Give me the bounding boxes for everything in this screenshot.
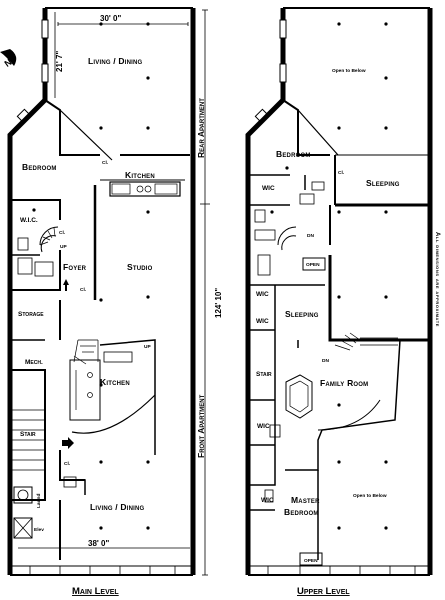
dim-depth: 21' 7": [55, 51, 64, 72]
room-open-to-below-bottom: Open to Below: [353, 493, 387, 499]
room-master-2: Bedroom: [284, 507, 319, 517]
label-dn-1: DN: [307, 233, 314, 239]
room-kitchen-front: Kitchen: [100, 377, 130, 387]
room-family-room: Family Room: [320, 378, 368, 388]
room-upper-stair: Stair: [256, 371, 272, 378]
dim-total-length: 124' 10": [214, 288, 223, 318]
room-bedroom: Bedroom: [22, 162, 57, 172]
front-apartment-label: Front Apartment: [196, 394, 206, 458]
room-storage: Storage: [18, 311, 44, 318]
room-living-dining-front: Living / Dining: [90, 502, 145, 512]
north-arrow-icon: N: [0, 49, 17, 69]
room-kitchen-rear: Kitchen: [125, 170, 155, 180]
room-upper-wic-2: WIC: [256, 291, 269, 298]
main-level-title: Main Level: [72, 586, 119, 597]
label-dn-2: DN: [322, 358, 329, 364]
room-upper-wic-3: WIC: [256, 318, 269, 325]
room-open-to-below-top: Open to Below: [332, 68, 366, 74]
room-upper-bedroom: Bedroom: [276, 149, 311, 159]
room-master-1: Master: [291, 495, 320, 505]
label-cl-1: Cl.: [102, 160, 108, 166]
label-cl-2: Cl.: [59, 230, 65, 236]
label-up-1: UP: [60, 244, 67, 250]
room-sleeping-1: Sleeping: [366, 178, 400, 188]
approximate-dimensions-note: All dimensions are approximate: [434, 232, 440, 327]
label-cl-4: Cl.: [64, 461, 70, 467]
room-foyer: Foyer: [63, 262, 87, 272]
room-upper-wic-5: WIC: [261, 497, 274, 504]
room-elev: Elev: [34, 527, 44, 533]
room-upper-wic-1: WIC: [262, 185, 275, 192]
room-sleeping-2: Sleeping: [285, 309, 319, 319]
room-stair: Stair: [20, 431, 36, 438]
room-laund: Laund: [36, 494, 42, 508]
label-open-1: OPEN: [306, 262, 320, 268]
compass-letter: N: [3, 57, 14, 69]
dim-top-width: 30' 0": [100, 14, 121, 23]
upper-level-title: Upper Level: [297, 586, 350, 597]
room-upper-wic-4: WIC: [257, 423, 270, 430]
label-open-2: OPEN: [304, 558, 318, 564]
room-studio: Studio: [127, 262, 153, 272]
dim-bottom-width: 38' 0": [88, 539, 109, 548]
room-living-dining-rear: Living / Dining: [88, 56, 143, 66]
room-mech: Mech.: [25, 359, 43, 366]
upper-level-plan: [245, 7, 433, 576]
label-upper-cl: Cl.: [338, 170, 344, 176]
label-up-2: UP: [144, 344, 151, 350]
label-cl-3: Cl.: [80, 287, 86, 293]
rear-apartment-label: Rear Apartment: [196, 98, 206, 158]
main-level-plan: [7, 7, 210, 576]
room-wic: W.I.C.: [20, 217, 38, 224]
